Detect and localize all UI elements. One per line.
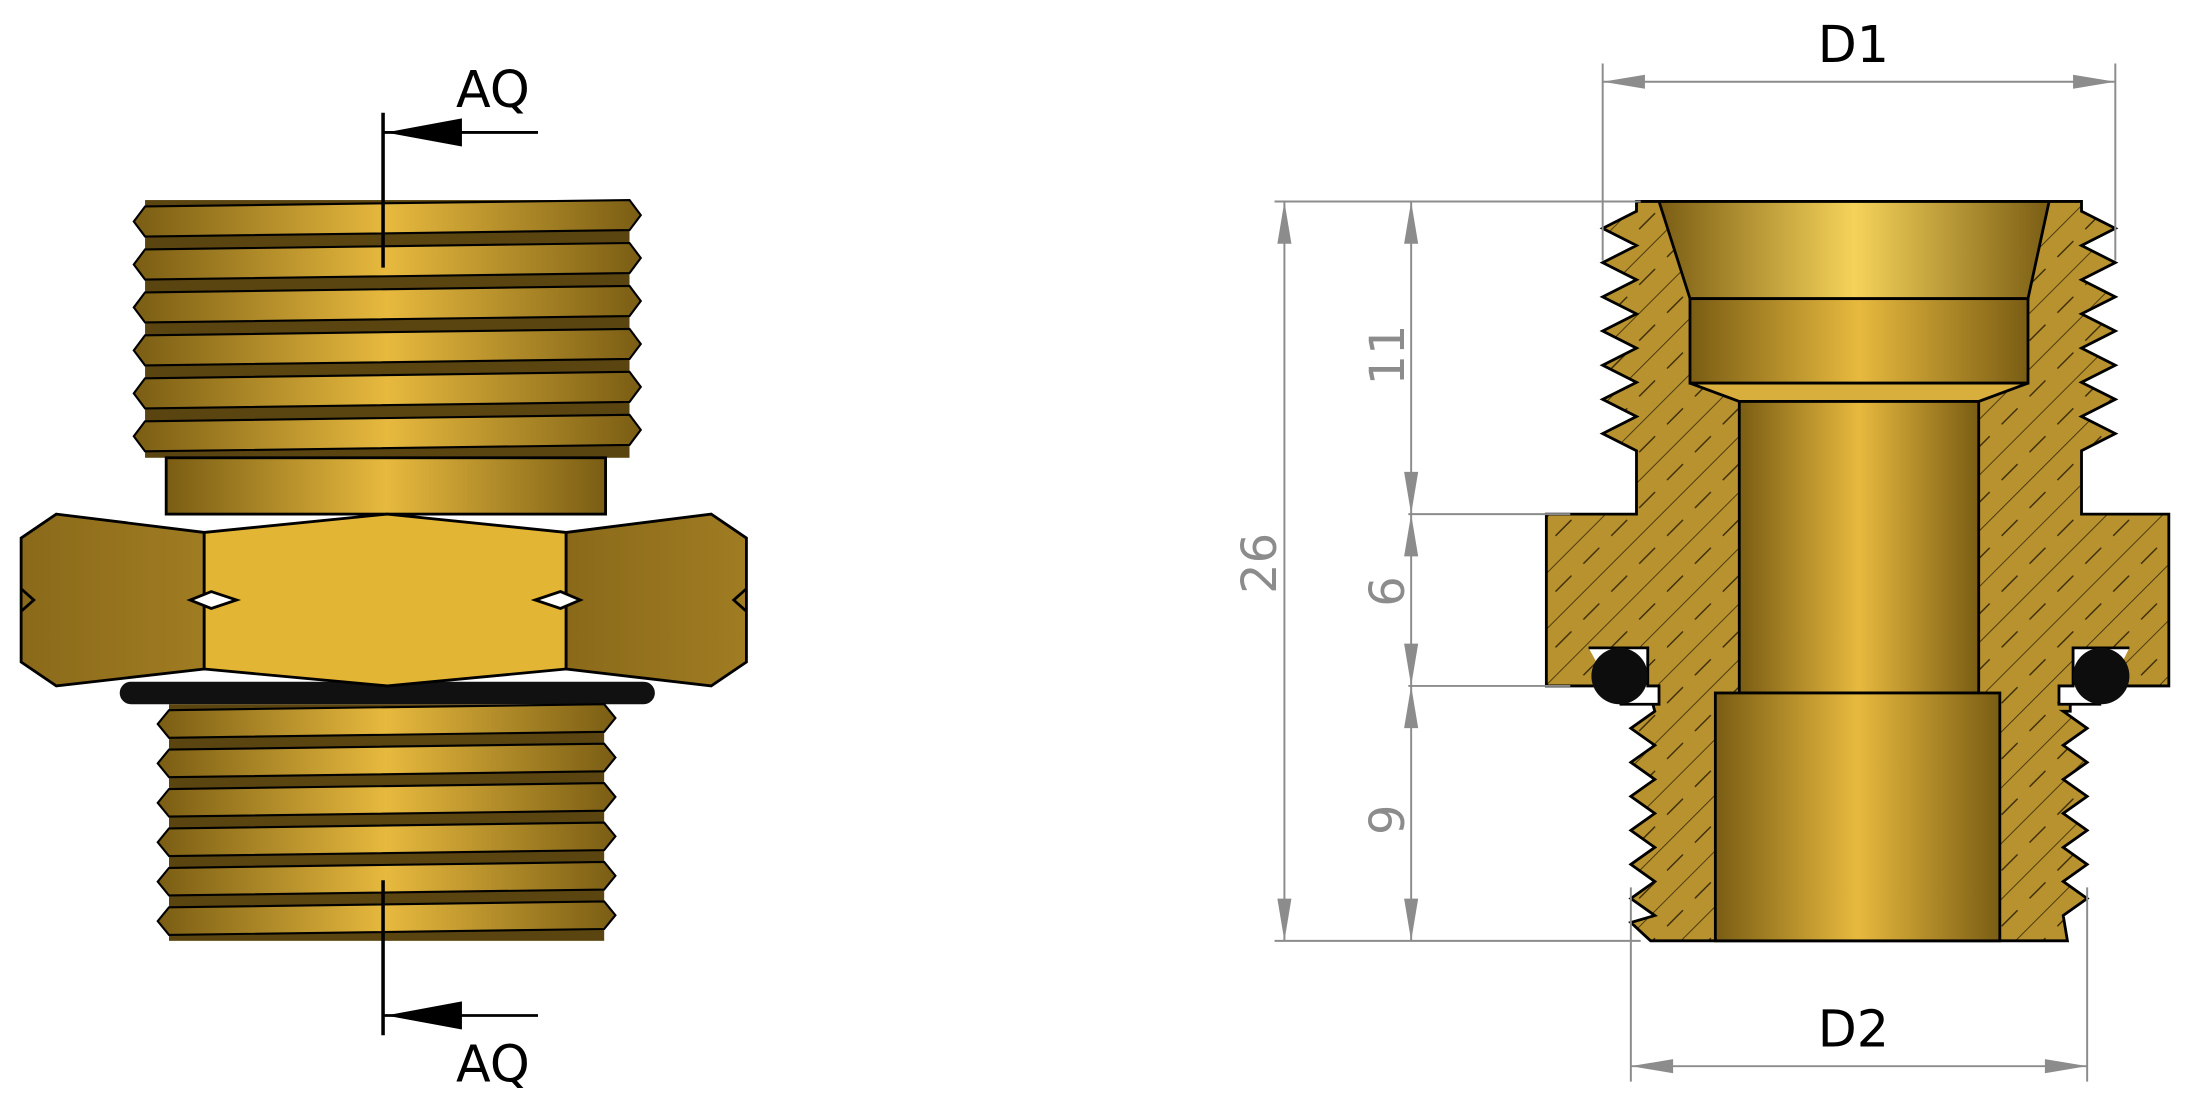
thread-ridge [156, 821, 617, 858]
section-marker-top: AQ [381, 60, 538, 268]
thread-neck [164, 456, 607, 516]
thread-ridge [156, 900, 617, 936]
lower-bore [1713, 691, 2002, 943]
hex-flange [19, 512, 748, 688]
counterbore [1688, 297, 2030, 385]
arrow-left-icon [385, 118, 462, 147]
thread-ridge [132, 198, 643, 238]
upper-thread [132, 198, 643, 458]
section-marker-bottom: AQ [381, 880, 538, 1093]
dimension-length: 26 11 6 9 [1233, 200, 1641, 942]
dim-label-d2: D2 [1818, 999, 1889, 1058]
thread-ridge [132, 327, 643, 367]
hex-face-left [19, 512, 206, 688]
o-ring-left [1588, 646, 1661, 706]
section-label-top: AQ [456, 60, 530, 119]
hex-face-right [564, 512, 748, 688]
thread-ridge [132, 413, 643, 453]
inlet-cone [1657, 200, 2051, 301]
dim-label-upper-thread: 11 [1361, 325, 1416, 386]
dimension-d2: D2 [1629, 887, 2089, 1082]
dim-label-lower-thread: 9 [1361, 804, 1416, 834]
section-view: D1 D2 26 11 6 9 [1233, 15, 2171, 1082]
thread-ridge [156, 703, 617, 739]
dim-label-d1: D1 [1818, 15, 1889, 74]
dim-label-flange: 6 [1361, 576, 1416, 606]
lower-thread [156, 703, 617, 941]
dim-label-total: 26 [1233, 533, 1288, 594]
hex-face-center [202, 512, 568, 688]
thread-ridge [132, 370, 643, 410]
o-ring-right [2057, 646, 2130, 706]
bore-chamfer [1689, 381, 2029, 403]
thread-ridge [156, 782, 617, 818]
section-label-bottom: AQ [456, 1035, 530, 1093]
center-bore [1737, 400, 1981, 695]
arrow-left-icon [385, 1001, 462, 1030]
thread-ridge [132, 241, 643, 281]
dimension-d1: D1 [1601, 15, 2117, 261]
thread-root [145, 200, 630, 458]
washer [119, 681, 655, 705]
thread-ridge [156, 860, 617, 897]
thread-ridge [132, 284, 643, 324]
thread-ridge [156, 742, 617, 779]
side-view: AQ AQ [19, 60, 748, 1093]
